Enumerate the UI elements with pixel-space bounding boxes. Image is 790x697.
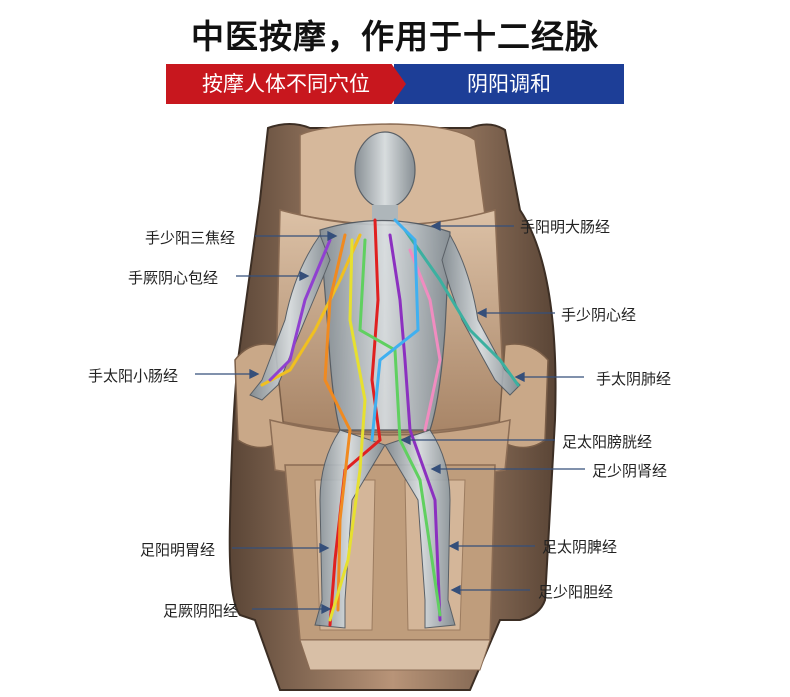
leader-lines xyxy=(195,220,585,615)
label-foot-taiyang-bladder: 足太阳膀胱经 xyxy=(562,433,653,451)
label-foot-taiyin-spleen: 足太阴脾经 xyxy=(542,538,618,556)
banner-acupoints: 按摩人体不同穴位 xyxy=(166,64,406,104)
page-title: 中医按摩，作用于十二经脉 xyxy=(191,17,599,56)
label-foot-jueyin: 足厥阴阳经 xyxy=(163,602,239,620)
label-hand-taiyang-small-intestine: 手太阳小肠经 xyxy=(88,367,179,385)
label-foot-shaoyin-kidney: 足少阴肾经 xyxy=(592,462,668,480)
label-hand-yangming-large-intestine: 手阳明大肠经 xyxy=(520,218,611,236)
label-foot-shaoyang-gallbladder: 足少阳胆经 xyxy=(538,583,614,601)
label-hand-shaoyang-sanjiao: 手少阳三焦经 xyxy=(145,229,236,247)
label-foot-yangming-stomach: 足阳明胃经 xyxy=(140,541,216,559)
subtitle-banner: 阴阳调和 按摩人体不同穴位 xyxy=(166,64,624,104)
label-hand-shaoyin-heart: 手少阴心经 xyxy=(561,306,637,324)
label-hand-jueyin-pericardium: 手厥阴心包经 xyxy=(128,269,219,287)
label-hand-taiyin-lung: 手太阴肺经 xyxy=(596,370,672,388)
meridian-lines xyxy=(260,218,520,627)
